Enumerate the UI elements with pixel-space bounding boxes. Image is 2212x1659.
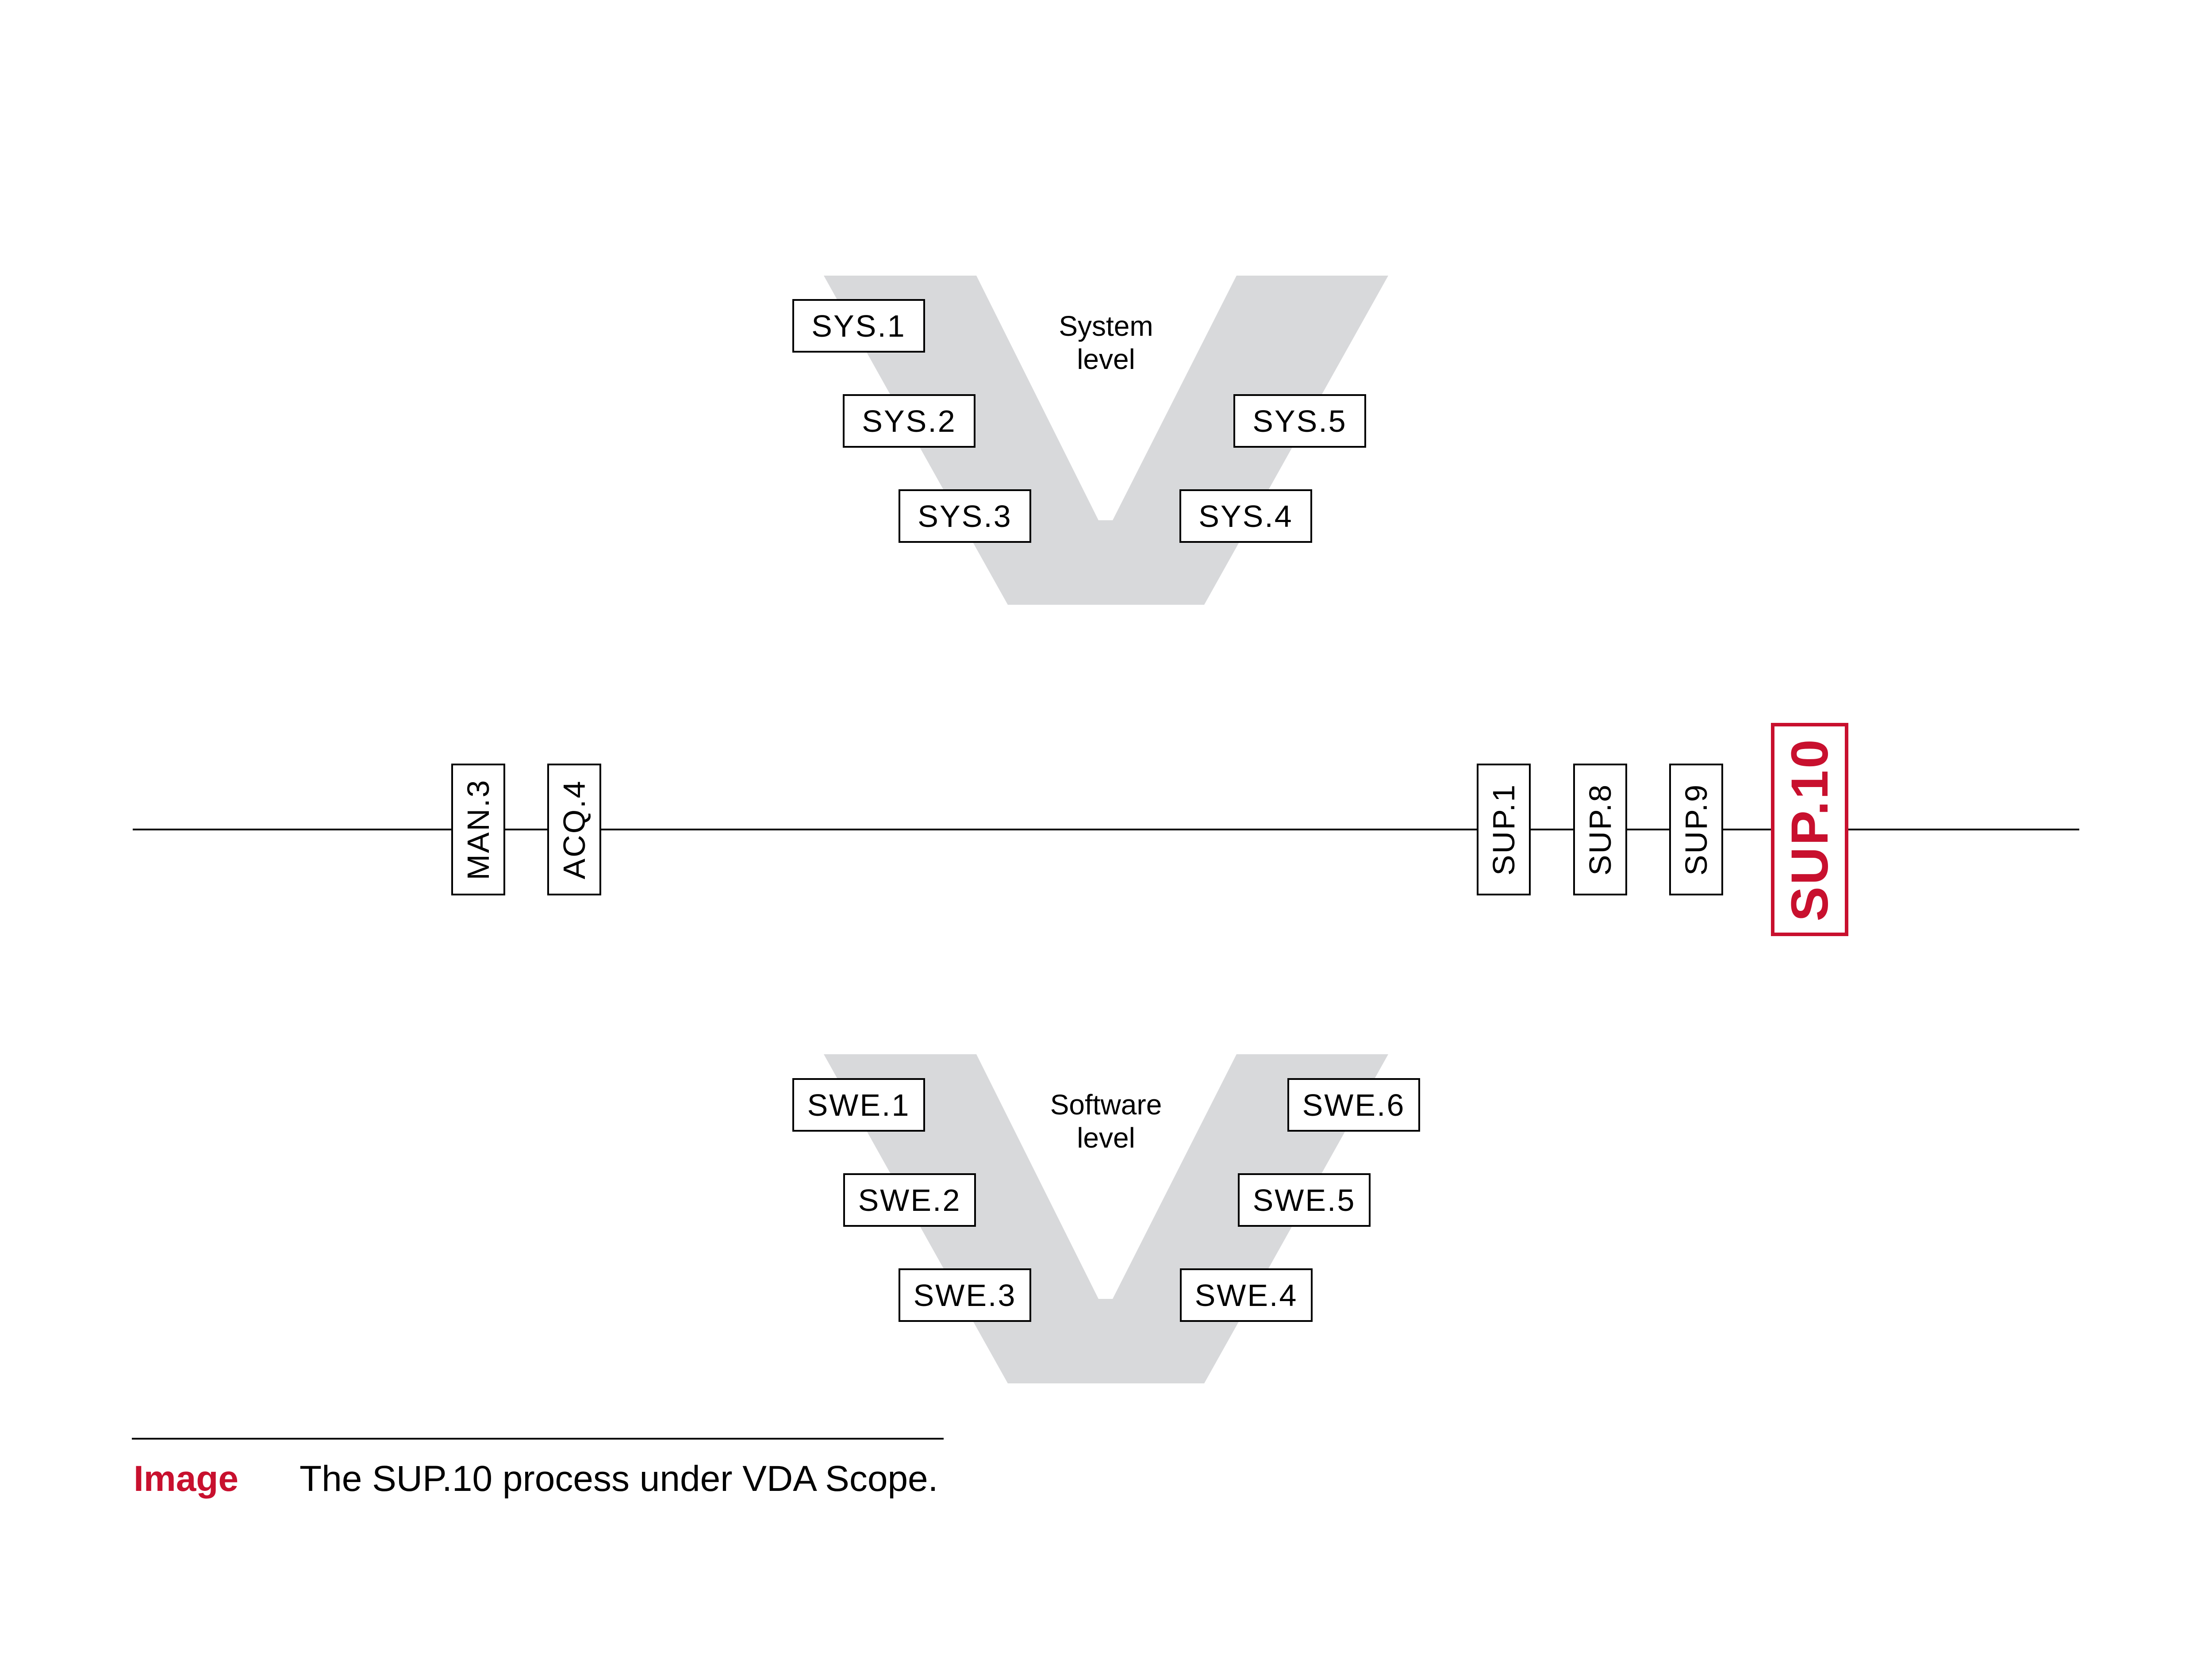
- process-box-sup-8[interactable]: SUP.8: [1573, 764, 1627, 895]
- timeline-line: [133, 829, 2079, 830]
- process-box-sys-4[interactable]: SYS.4: [1179, 489, 1312, 543]
- process-label: SUP.1: [1486, 783, 1521, 876]
- process-box-sup-9[interactable]: SUP.9: [1669, 764, 1723, 895]
- software-level-label-line1: Software: [1050, 1089, 1162, 1121]
- process-box-swe-6[interactable]: SWE.6: [1287, 1078, 1420, 1132]
- process-box-sys-1[interactable]: SYS.1: [792, 299, 925, 353]
- process-box-acq-4[interactable]: ACQ.4: [547, 764, 601, 895]
- process-label: ACQ.4: [557, 780, 591, 879]
- caption-divider: [132, 1438, 944, 1440]
- process-label: MAN.3: [461, 779, 495, 880]
- system-level-label: System level: [995, 310, 1217, 376]
- system-level-label-line1: System: [1059, 310, 1153, 342]
- process-box-sys-2[interactable]: SYS.2: [843, 394, 975, 448]
- process-box-swe-5[interactable]: SWE.5: [1238, 1173, 1371, 1227]
- process-box-swe-2[interactable]: SWE.2: [843, 1173, 976, 1227]
- process-box-sup-1[interactable]: SUP.1: [1477, 764, 1531, 895]
- system-level-label-line2: level: [1077, 343, 1135, 375]
- process-label: SUP.8: [1583, 783, 1617, 876]
- software-level-label-line2: level: [1077, 1122, 1135, 1154]
- process-box-man-3[interactable]: MAN.3: [451, 764, 505, 895]
- process-box-swe-1[interactable]: SWE.1: [792, 1078, 925, 1132]
- process-box-sup-10-highlighted[interactable]: SUP.10: [1771, 723, 1848, 936]
- process-box-sys-3[interactable]: SYS.3: [899, 489, 1031, 543]
- highlighted-process-label: SUP.10: [1780, 737, 1839, 922]
- process-box-swe-3[interactable]: SWE.3: [899, 1268, 1031, 1322]
- caption-label: Image: [134, 1459, 238, 1499]
- software-level-label: Software level: [995, 1088, 1217, 1155]
- process-label: SUP.9: [1679, 783, 1713, 876]
- process-box-swe-4[interactable]: SWE.4: [1180, 1268, 1313, 1322]
- process-box-sys-5[interactable]: SYS.5: [1233, 394, 1366, 448]
- caption-text: The SUP.10 process under VDA Scope.: [300, 1459, 938, 1499]
